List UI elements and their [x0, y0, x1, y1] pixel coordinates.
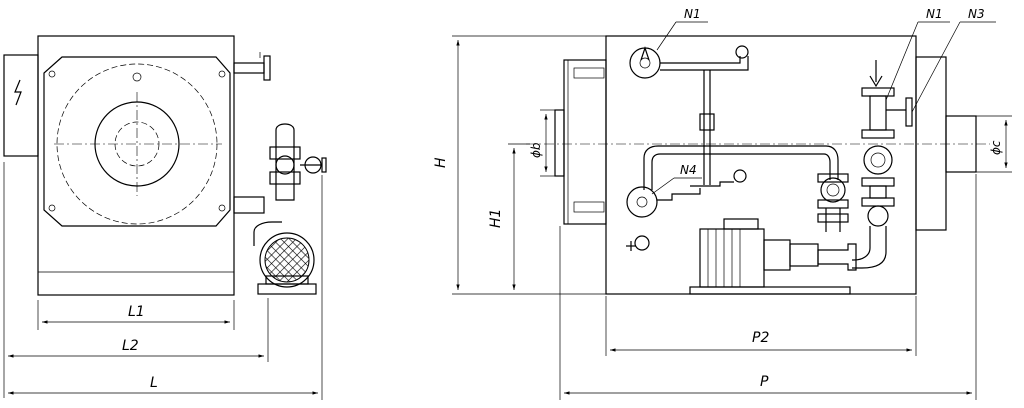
burner-flange — [563, 59, 607, 225]
dimension-p: P — [760, 374, 769, 390]
right-view: H H1 ϕb ϕc P2 P N1 N1 N3 — [433, 7, 1012, 400]
callout-n4: N4 — [680, 163, 697, 177]
callout-n3: N3 — [968, 7, 985, 21]
callout-n1-right: N1 — [926, 7, 943, 21]
pump-assembly-left — [233, 123, 327, 295]
flange-n4 — [626, 186, 658, 218]
flange-n1-left — [629, 47, 661, 79]
left-housing — [37, 35, 235, 296]
right-valve-stack — [852, 60, 913, 269]
dimension-c: ϕc — [989, 140, 1003, 155]
dimension-l: L — [150, 375, 158, 391]
left-view: L1 L2 L — [3, 35, 327, 400]
dimension-h: H — [433, 157, 449, 168]
dimension-l2: L2 — [122, 338, 139, 354]
electrical-connection-box — [3, 54, 39, 157]
front-panel — [43, 56, 231, 227]
exhaust-pipe — [945, 115, 977, 173]
dimension-h1: H1 — [488, 209, 504, 228]
electric-hazard-icon — [14, 79, 22, 106]
dimension-l1: L1 — [128, 304, 145, 320]
callout-n1-left: N1 — [684, 7, 701, 21]
dimension-b: ϕb — [529, 142, 543, 158]
dimension-p2: P2 — [752, 330, 769, 346]
pump-motor — [689, 218, 857, 295]
pump-valves — [817, 173, 849, 232]
exhaust-collar — [915, 56, 947, 231]
